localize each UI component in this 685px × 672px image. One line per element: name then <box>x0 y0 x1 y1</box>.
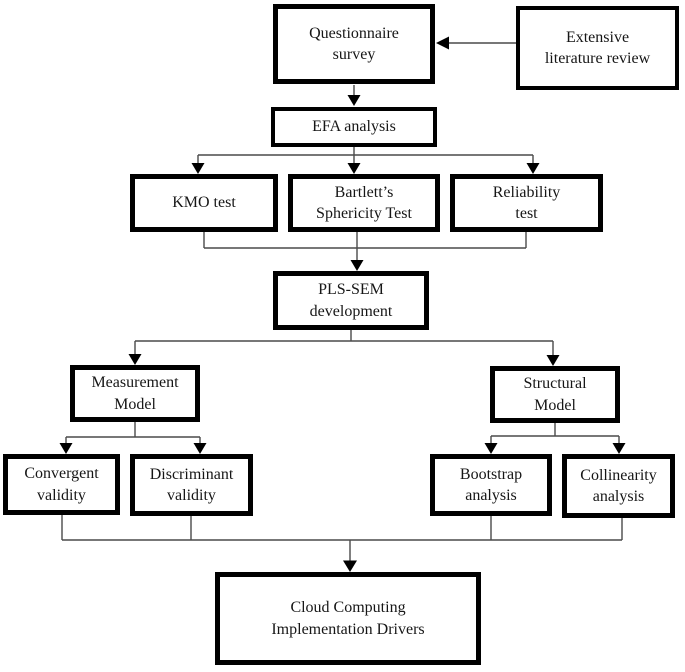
node-label: Extensive <box>565 28 630 46</box>
node-label: analysis <box>465 487 517 504</box>
edge-tests-to-pls <box>203 232 527 262</box>
node-label: KMO test <box>172 194 236 212</box>
node-label: Reliability <box>492 183 561 201</box>
node-efa-analysis: EFA analysis <box>271 107 437 147</box>
node-label: EFA analysis <box>312 118 396 136</box>
node-label: Implementation Drivers <box>271 620 425 638</box>
node-kmo-test: KMO test <box>130 174 278 232</box>
node-label: analysis <box>592 488 645 505</box>
arrowhead-into-kmo <box>191 163 205 174</box>
arrowhead-into-convergent <box>59 443 73 454</box>
arrowhead-into-measurement <box>128 354 142 365</box>
node-label: Collinearity <box>580 466 657 484</box>
edge-structural-to-analyses <box>490 423 620 445</box>
edge-measurement-to-validities <box>65 422 201 445</box>
node-label: Measurement <box>91 374 179 392</box>
node-convergent-validity: Convergent validity <box>3 454 120 515</box>
arrowhead-into-questionnaire <box>436 36 449 50</box>
edge-pls-to-models <box>134 330 554 357</box>
node-structural-model: Structural Model <box>490 366 620 423</box>
node-measurement-model: Measurement Model <box>70 365 200 422</box>
arrowhead-into-pls <box>350 260 364 271</box>
node-label: validity <box>167 487 216 504</box>
node-label: Questionnaire <box>309 24 399 42</box>
node-pls-sem-development: PLS-SEM development <box>273 271 429 330</box>
node-questionnaire-survey: Questionnaire survey <box>273 4 435 84</box>
node-label: development <box>309 302 393 320</box>
node-discriminant-validity: Discriminant validity <box>130 454 253 516</box>
node-bootstrap-analysis: Bootstrap analysis <box>430 454 552 516</box>
node-label: Bartlett’s <box>334 183 394 201</box>
node-cloud-computing-implementation-drivers: Cloud Computing Implementation Drivers <box>215 572 481 665</box>
arrowhead-into-bootstrap <box>484 443 498 454</box>
node-label: literature review <box>544 50 651 67</box>
node-label: Convergent <box>24 465 99 483</box>
node-label: Model <box>114 395 156 413</box>
node-label: Bootstrap <box>459 465 523 483</box>
edge-efa-to-tests <box>197 147 534 165</box>
node-label: Discriminant <box>149 465 234 483</box>
node-label: survey <box>332 46 376 63</box>
node-extensive-literature-review: Extensive literature review <box>516 6 679 90</box>
arrowhead-into-structural <box>546 355 560 366</box>
node-label: test <box>515 205 538 222</box>
arrowhead-into-efa <box>347 95 361 106</box>
node-label: Model <box>534 396 576 414</box>
node-label: validity <box>37 486 86 504</box>
arrowhead-into-reliability <box>526 163 540 174</box>
node-label: PLS-SEM <box>318 281 384 299</box>
arrowhead-into-cloud <box>343 560 357 572</box>
node-reliability-test: Reliability test <box>450 174 603 232</box>
node-label: Sphericity Test <box>316 205 412 222</box>
edge-all-to-cloud <box>61 515 623 562</box>
node-bartletts-sphericity-test: Bartlett’s Sphericity Test <box>288 174 440 232</box>
node-label: Structural <box>523 375 587 393</box>
node-label: Cloud Computing <box>290 599 406 617</box>
arrowhead-into-discriminant <box>193 443 207 454</box>
arrowhead-into-collinearity <box>612 443 626 454</box>
node-collinearity-analysis: Collinearity analysis <box>562 454 675 518</box>
arrowhead-into-bartletts <box>347 163 361 174</box>
